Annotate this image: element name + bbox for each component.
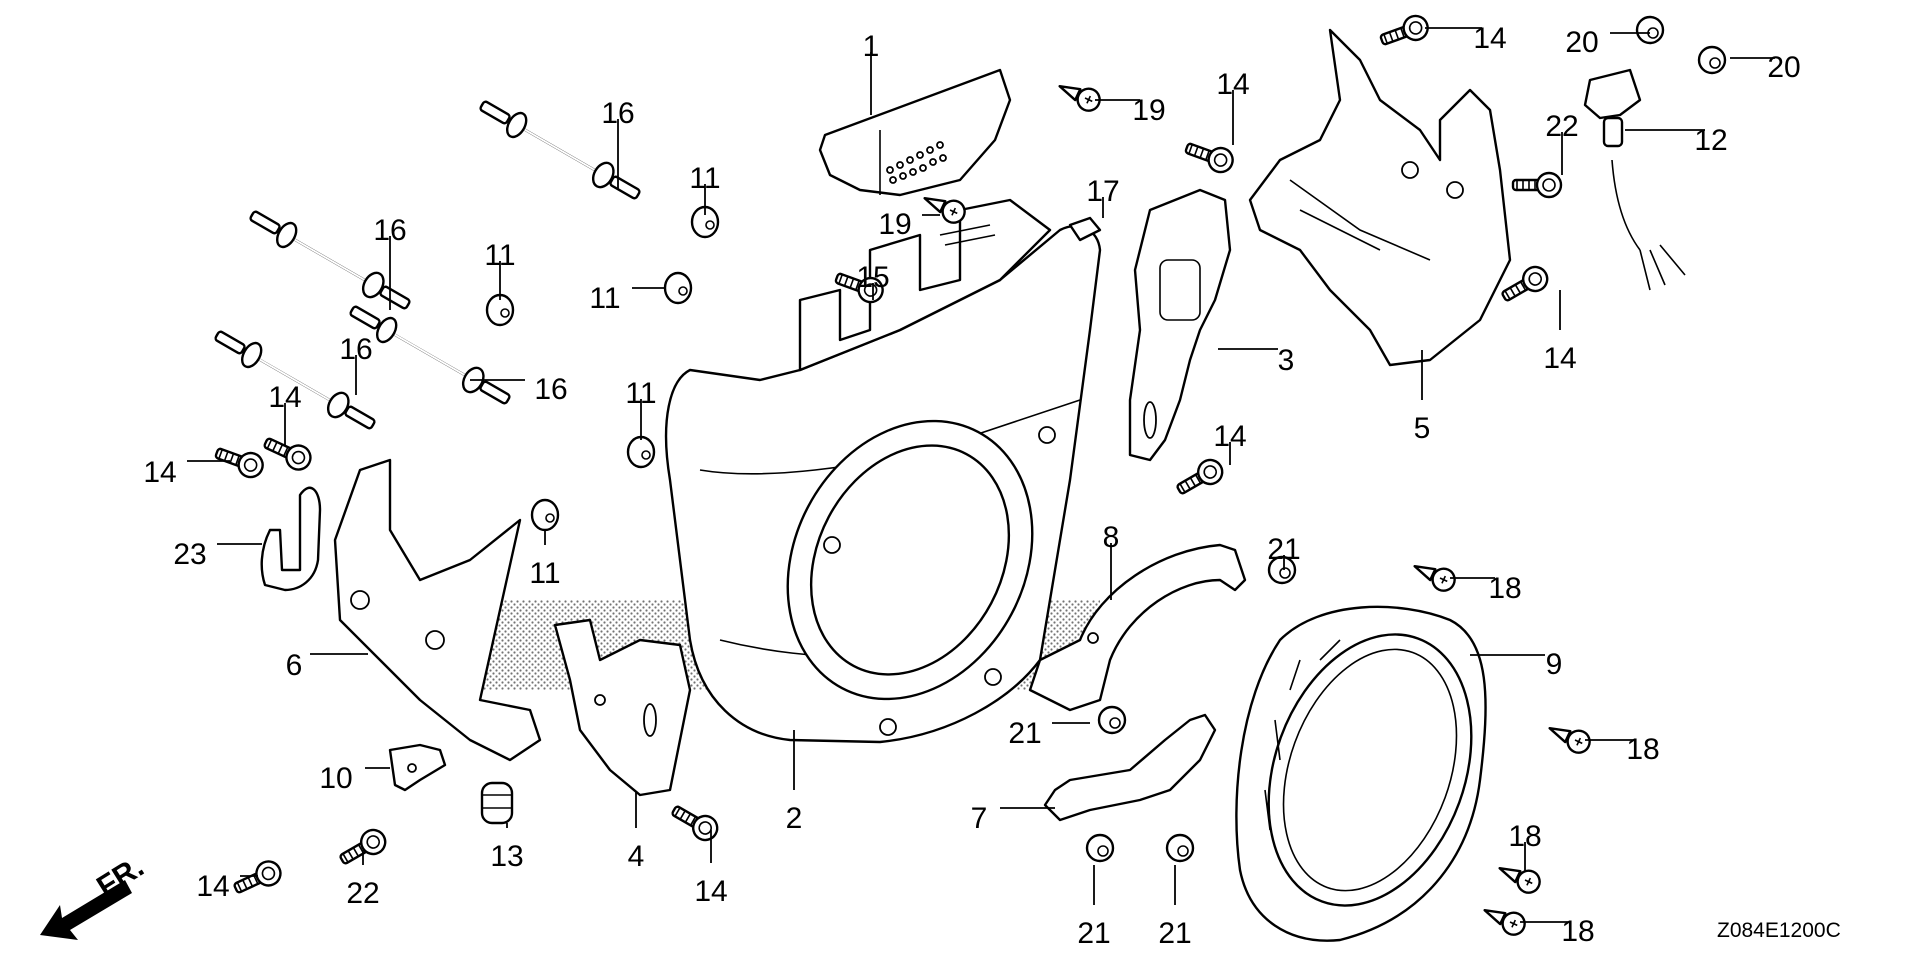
part-9-starter-ring[interactable] — [1233, 605, 1507, 942]
callout-18[interactable]: 18 — [1561, 915, 1594, 948]
callout-1[interactable]: 1 — [863, 30, 880, 63]
callout-14[interactable]: 14 — [1213, 420, 1246, 453]
callout-21[interactable]: 21 — [1158, 917, 1191, 950]
callout-labels: 1234567891011111111111213141414141414141… — [143, 22, 1800, 950]
callout-21[interactable]: 21 — [1267, 533, 1300, 566]
nut-fastener[interactable] — [1697, 45, 1727, 75]
callout-19[interactable]: 19 — [1132, 94, 1165, 127]
nut-fastener[interactable] — [1165, 833, 1195, 863]
nut-fastener[interactable] — [1267, 555, 1297, 585]
callout-11[interactable]: 11 — [689, 162, 720, 195]
callout-16[interactable]: 16 — [601, 97, 634, 130]
fasteners — [211, 13, 1727, 938]
callout-8[interactable]: 8 — [1103, 521, 1120, 554]
part-2-fan-shroud[interactable] — [664, 198, 1102, 744]
nut-fastener[interactable] — [1635, 15, 1665, 45]
bolt-fastener[interactable] — [336, 826, 390, 871]
callout-14[interactable]: 14 — [1543, 342, 1576, 375]
callout-13[interactable]: 13 — [490, 840, 523, 873]
bolt-fastener[interactable] — [1498, 263, 1552, 308]
bolt-fastener[interactable] — [1173, 456, 1227, 501]
callout-23[interactable]: 23 — [173, 538, 206, 571]
bolt-fastener[interactable] — [1511, 171, 1563, 199]
part-12-sensor[interactable] — [1583, 68, 1686, 291]
bolt-fastener[interactable] — [1378, 13, 1431, 52]
callout-18[interactable]: 18 — [1626, 733, 1659, 766]
part-1-cover[interactable] — [818, 68, 1012, 197]
part-7-bracket[interactable] — [1043, 713, 1217, 822]
callout-10[interactable]: 10 — [319, 762, 352, 795]
part-17-square-nut[interactable] — [1068, 216, 1102, 242]
callout-18[interactable]: 18 — [1488, 572, 1521, 605]
callout-14[interactable]: 14 — [196, 870, 229, 903]
callout-12[interactable]: 12 — [1694, 124, 1727, 157]
bush-fastener[interactable] — [530, 498, 560, 532]
callout-22[interactable]: 22 — [346, 877, 379, 910]
part-6-bracket[interactable] — [333, 458, 542, 762]
callout-9[interactable]: 9 — [1546, 648, 1563, 681]
part-3-bracket[interactable] — [1128, 188, 1232, 462]
screw-fastener[interactable] — [1495, 858, 1543, 896]
callout-14[interactable]: 14 — [1216, 68, 1249, 101]
callout-14[interactable]: 14 — [694, 875, 727, 908]
bush-fastener[interactable] — [626, 435, 656, 469]
callout-7[interactable]: 7 — [971, 802, 988, 835]
callout-14[interactable]: 14 — [1473, 22, 1506, 55]
callout-11[interactable]: 11 — [625, 377, 656, 410]
callout-19[interactable]: 19 — [878, 208, 911, 241]
bolt-fastener[interactable] — [1183, 136, 1236, 175]
part-10-tab[interactable] — [388, 743, 447, 792]
bolt-fastener[interactable] — [668, 800, 722, 845]
front-arrow-icon: FR. — [40, 850, 150, 940]
callout-18[interactable]: 18 — [1508, 820, 1541, 853]
callout-11[interactable]: 11 — [484, 239, 515, 272]
callout-21[interactable]: 21 — [1008, 717, 1041, 750]
callout-16[interactable]: 16 — [373, 214, 406, 247]
part-4-bracket[interactable] — [553, 618, 692, 797]
callout-3[interactable]: 3 — [1278, 344, 1295, 377]
callout-6[interactable]: 6 — [286, 649, 303, 682]
bolt-fastener[interactable] — [833, 266, 886, 305]
part-13-grommet[interactable] — [480, 781, 514, 825]
callout-16[interactable]: 16 — [534, 373, 567, 406]
stud-fastener[interactable] — [246, 204, 415, 317]
callout-15[interactable]: 15 — [856, 261, 889, 294]
callout-5[interactable]: 5 — [1414, 412, 1431, 445]
nut-fastener[interactable] — [1097, 705, 1127, 735]
callout-20[interactable]: 20 — [1565, 26, 1598, 59]
screw-fastener[interactable] — [920, 188, 968, 226]
stud-fastener[interactable] — [346, 299, 515, 412]
callout-21[interactable]: 21 — [1077, 917, 1110, 950]
part-23-clip[interactable] — [260, 486, 322, 592]
drawing-code: Z084E1200C — [1717, 919, 1841, 942]
screw-fastener[interactable] — [1545, 718, 1593, 756]
leader-lines — [187, 27, 1775, 923]
bolt-fastener[interactable] — [261, 431, 315, 473]
callout-2[interactable]: 2 — [786, 802, 803, 835]
bolt-fastener[interactable] — [231, 858, 285, 900]
callout-14[interactable]: 14 — [143, 456, 176, 489]
part-8-arc-bracket[interactable] — [1028, 543, 1247, 712]
callout-11[interactable]: 11 — [589, 282, 620, 315]
callout-14[interactable]: 14 — [268, 381, 301, 414]
screw-fastener[interactable] — [1055, 76, 1103, 114]
bolt-fastener[interactable] — [213, 441, 266, 480]
callout-22[interactable]: 22 — [1545, 110, 1578, 143]
callout-20[interactable]: 20 — [1767, 51, 1800, 84]
bush-fastener[interactable] — [663, 271, 693, 305]
callout-11[interactable]: 11 — [529, 557, 560, 590]
nut-fastener[interactable] — [1085, 833, 1115, 863]
stud-fastener[interactable] — [211, 324, 380, 437]
callout-4[interactable]: 4 — [628, 840, 645, 873]
screw-fastener[interactable] — [1480, 900, 1528, 938]
callout-16[interactable]: 16 — [339, 333, 372, 366]
part-5-bracket[interactable] — [1248, 28, 1512, 367]
screw-fastener[interactable] — [1410, 556, 1458, 594]
callout-17[interactable]: 17 — [1086, 175, 1119, 208]
